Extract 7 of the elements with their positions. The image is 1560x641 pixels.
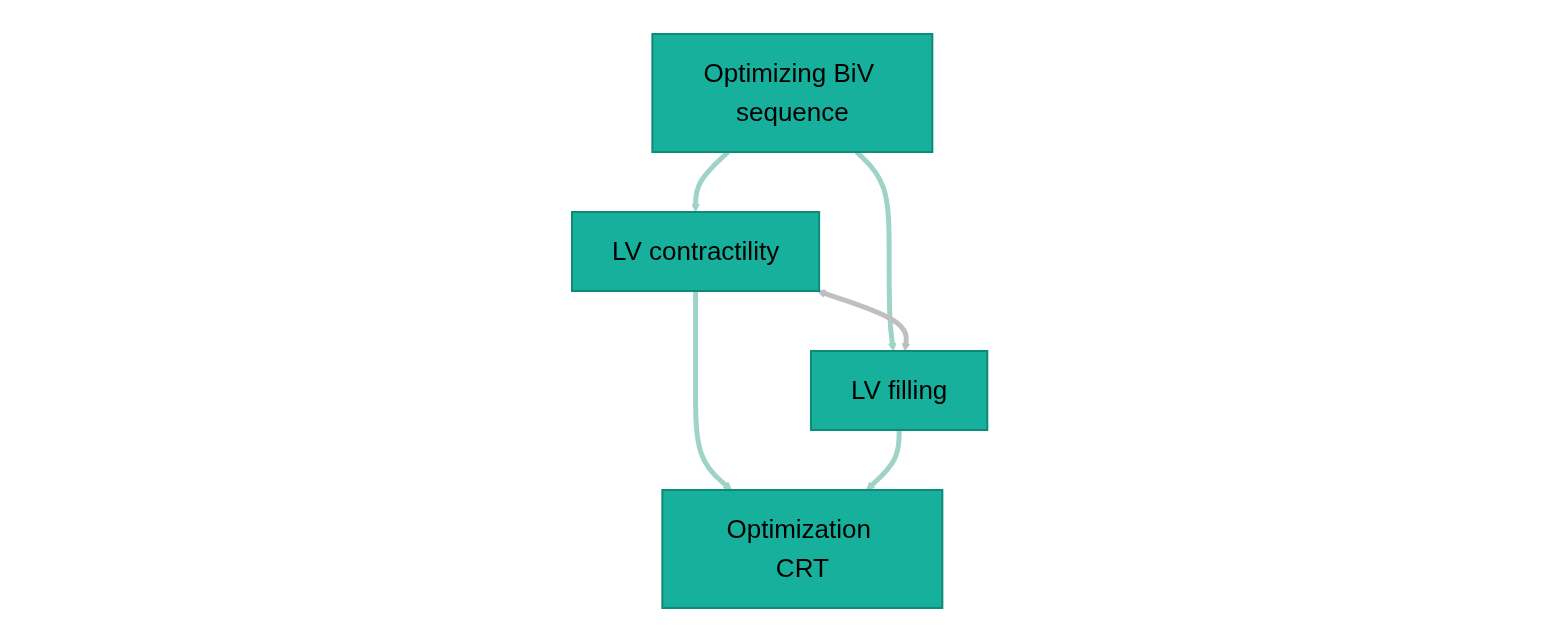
- arrow: [866, 429, 902, 490]
- node-box: LV filling: [810, 349, 989, 431]
- node-box: Optimizing BiV sequence: [651, 32, 934, 153]
- arrow: [817, 288, 911, 351]
- node-box: Optimization CRT: [661, 488, 944, 609]
- arrow: [693, 290, 733, 490]
- node-box: LV contractility: [571, 210, 821, 292]
